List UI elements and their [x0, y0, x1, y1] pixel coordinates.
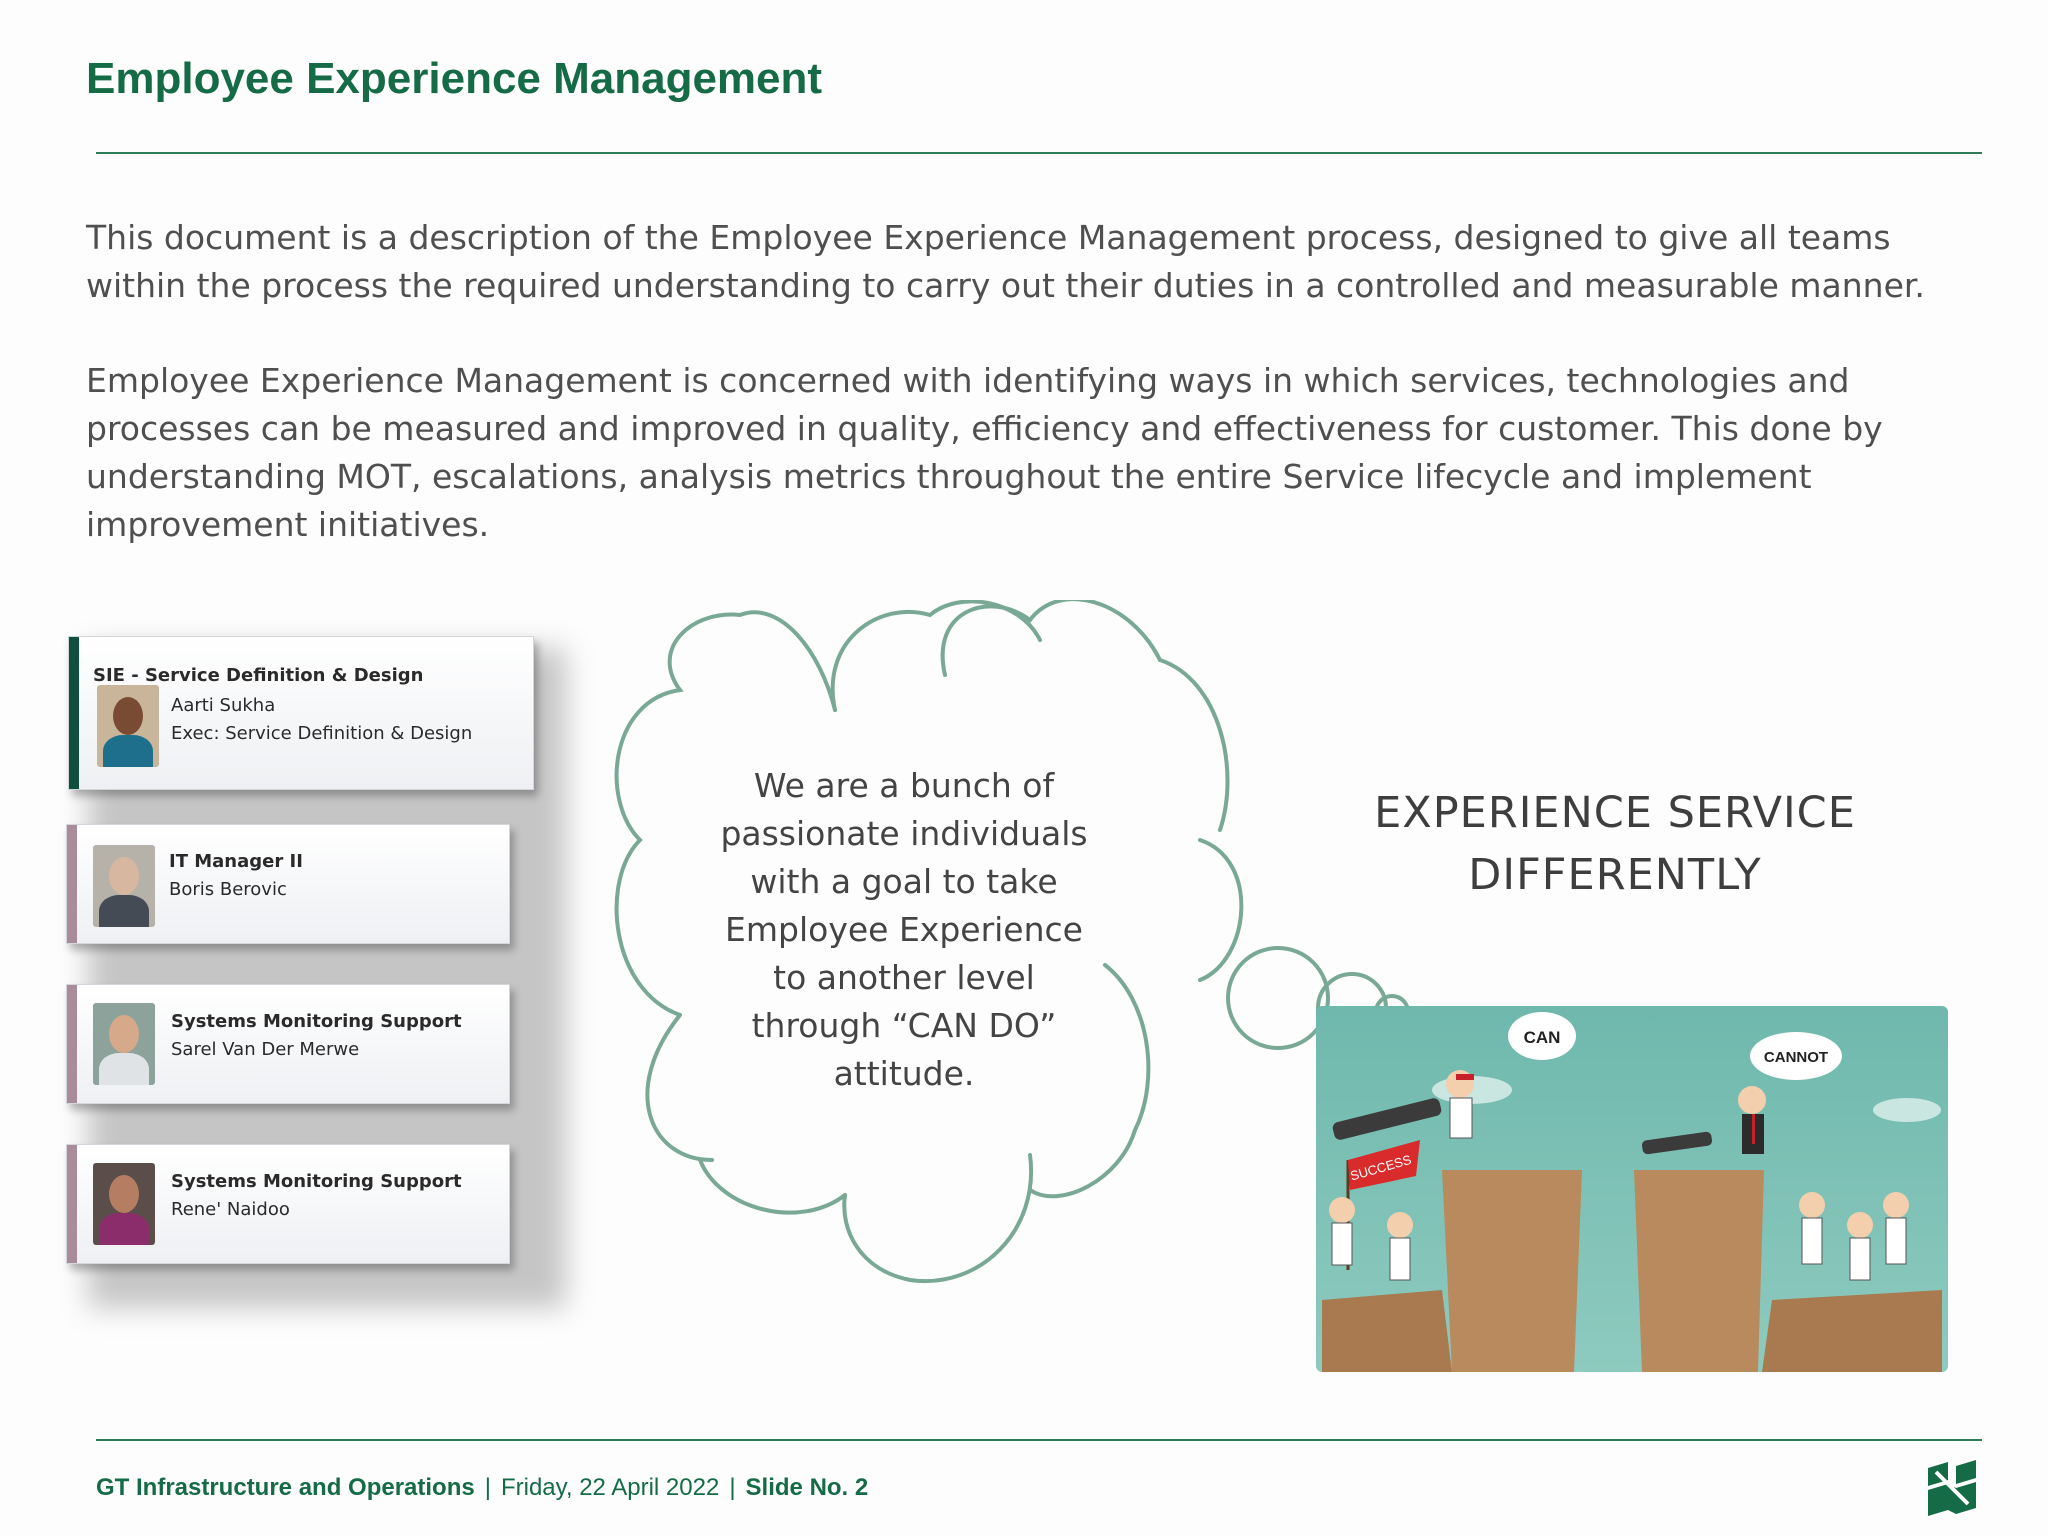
slide-title: Employee Experience Management: [86, 54, 823, 103]
left-cliff: [1442, 1170, 1582, 1372]
card-accent-bar: [67, 825, 77, 943]
cloud-line: We are a bunch of: [753, 766, 1055, 805]
intro-paragraph: This document is a description of the Em…: [86, 218, 1925, 305]
slogan-line: DIFFERENTLY: [1468, 850, 1762, 900]
avatar: [93, 845, 155, 927]
cloud-line: through “CAN DO”: [751, 1006, 1057, 1045]
cloud-line: Employee Experience: [725, 910, 1083, 949]
org-card: SIE - Service Definition & Design Aarti …: [68, 636, 534, 790]
org-card: Systems Monitoring Support Rene' Naidoo: [66, 1144, 510, 1264]
org-chart-cards: SIE - Service Definition & Design Aarti …: [58, 628, 578, 1318]
card-role: Exec: Service Definition & Design: [171, 723, 473, 744]
card-accent-bar: [67, 985, 77, 1103]
card-heading: IT Manager II: [169, 851, 303, 872]
footer-org: GT Infrastructure and Operations: [96, 1474, 475, 1501]
success-flag: [1348, 1140, 1420, 1190]
card-name: Sarel Van Der Merwe: [171, 1039, 360, 1060]
footer: GT Infrastructure and Operations|Friday,…: [96, 1474, 869, 1501]
thought-cloud-text: We are a bunch of passionate individuals…: [700, 762, 1108, 1098]
speech-bubble-cannot: [1750, 1032, 1842, 1080]
card-heading: Systems Monitoring Support: [171, 1011, 462, 1032]
card-name: Boris Berovic: [169, 879, 287, 900]
card-heading: SIE - Service Definition & Design: [93, 665, 424, 686]
can-do-illustration: CAN CANNOT SUCCESS: [1316, 1006, 1948, 1372]
header-divider: [96, 152, 1982, 154]
slogan: EXPERIENCE SERVICE DIFFERENTLY: [1330, 782, 1900, 906]
bubble-can-text: CAN: [1524, 1028, 1561, 1047]
card-heading: Systems Monitoring Support: [171, 1171, 462, 1192]
cloud-line: with a goal to take: [750, 862, 1058, 901]
right-cliff: [1634, 1170, 1764, 1372]
avatar: [93, 1163, 155, 1245]
org-card: Systems Monitoring Support Sarel Van Der…: [66, 984, 510, 1104]
footer-divider: [96, 1439, 1982, 1441]
brand-logo-icon: [1928, 1460, 1976, 1516]
footer-slide-number: Slide No. 2: [745, 1474, 869, 1501]
slogan-line: EXPERIENCE SERVICE: [1374, 788, 1856, 838]
card-name: Aarti Sukha: [171, 695, 276, 716]
thought-cloud: [614, 600, 1410, 1284]
cloud-line: passionate individuals: [720, 814, 1088, 853]
card-name: Rene' Naidoo: [171, 1199, 290, 1220]
figure-head: [1738, 1086, 1766, 1114]
telescope: [1332, 1098, 1442, 1140]
description-paragraph: Employee Experience Management is concer…: [86, 361, 1883, 544]
speech-bubble-can: [1508, 1012, 1576, 1060]
footer-date: Friday, 22 April 2022: [500, 1474, 720, 1501]
cloud-line: to another level: [773, 958, 1035, 997]
avatar: [97, 685, 159, 767]
bubble-cannot-text: CANNOT: [1764, 1049, 1828, 1066]
card-accent-bar: [67, 1145, 77, 1263]
org-card: IT Manager II Boris Berovic: [66, 824, 510, 944]
card-accent-bar: [69, 637, 79, 789]
avatar: [93, 1003, 155, 1085]
cloud-line: attitude.: [833, 1054, 975, 1093]
